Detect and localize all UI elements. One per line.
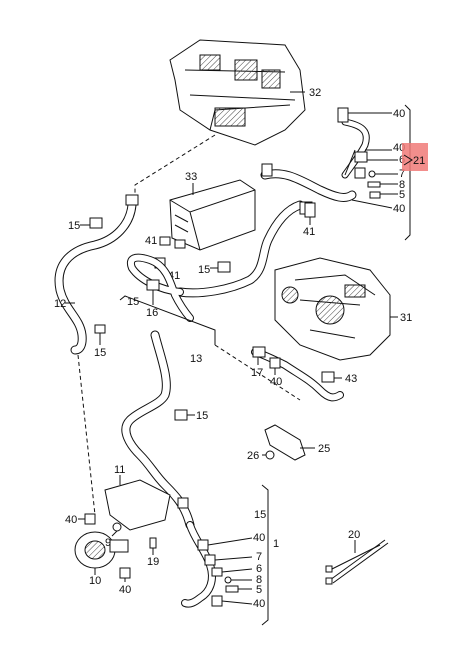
cable-ties-20 [325, 539, 389, 585]
callout-40-h: 40 [253, 598, 265, 610]
clamp-15-mid [94, 324, 106, 334]
callout-8-a: 8 [399, 179, 405, 191]
clamp-40-d [269, 357, 281, 369]
callout-40-c: 40 [393, 203, 405, 215]
callout-9: 9 [105, 537, 111, 549]
callout-40-f: 40 [119, 584, 131, 596]
leaders-right-bottom [207, 484, 269, 626]
callout-26: 26 [247, 450, 259, 462]
pump-10 [74, 531, 129, 569]
clamp-40-e [84, 513, 96, 525]
callout-13: 13 [190, 353, 202, 365]
part-43 [321, 371, 335, 383]
callout-25: 25 [318, 443, 330, 455]
clamp-15-left [89, 217, 103, 229]
module-33 [169, 179, 256, 251]
bolt-26 [265, 450, 275, 460]
callout-15-c: 15 [198, 264, 210, 276]
callout-15-d: 15 [127, 296, 139, 308]
bracket-21 [403, 154, 413, 166]
callout-11: 11 [114, 464, 125, 476]
connectors-right-bottom [197, 539, 239, 607]
callout-21: 21 [413, 155, 425, 167]
screw-19 [149, 537, 157, 549]
control-unit-32 [169, 39, 306, 146]
callout-43: 43 [345, 373, 357, 385]
dash-13 [214, 344, 301, 401]
bracket-11 [104, 479, 171, 531]
leaders-right-top [344, 104, 411, 241]
callout-7-b: 7 [256, 551, 262, 563]
callout-40-a: 40 [393, 108, 405, 120]
clamp-40-f [119, 567, 131, 579]
callout-7-a: 7 [399, 168, 405, 180]
callout-5-b: 5 [256, 584, 262, 596]
callout-15-f: 15 [254, 509, 266, 521]
callout-41-a: 41 [303, 226, 315, 238]
callout-15-b: 15 [94, 347, 106, 359]
callout-1: 1 [273, 538, 279, 550]
callout-17: 17 [251, 367, 263, 379]
callout-15-a: 15 [68, 220, 80, 232]
callout-6-b: 6 [256, 563, 262, 575]
callout-5-a: 5 [399, 189, 405, 201]
callout-16: 16 [146, 307, 158, 319]
callout-20: 20 [348, 529, 360, 541]
clamp-12-top [125, 194, 139, 206]
callout-40-g: 40 [253, 532, 265, 544]
callout-40-d: 40 [270, 376, 282, 388]
clamp-15-c [217, 261, 231, 273]
callout-8-b: 8 [256, 574, 262, 586]
bracket-25 [264, 424, 306, 461]
clamp-15-e [174, 409, 188, 421]
callout-32: 32 [309, 87, 321, 99]
callout-33: 33 [185, 171, 197, 183]
callout-15-e: 15 [196, 410, 208, 422]
clamp-16 [146, 279, 160, 291]
dash-link-32 [134, 134, 216, 200]
clamp-15-f [177, 497, 189, 509]
bolt-9 [112, 522, 122, 532]
callout-41-b: 41 [145, 235, 157, 247]
callout-40-e: 40 [65, 514, 77, 526]
dash-line-left [77, 354, 96, 516]
callout-10: 10 [89, 575, 101, 587]
clamp-17 [252, 346, 266, 358]
callout-31: 31 [400, 312, 412, 324]
callout-19: 19 [147, 556, 159, 568]
gearbox-31 [274, 257, 391, 361]
callout-12: 12 [54, 298, 66, 310]
bracket-13 [119, 295, 216, 345]
